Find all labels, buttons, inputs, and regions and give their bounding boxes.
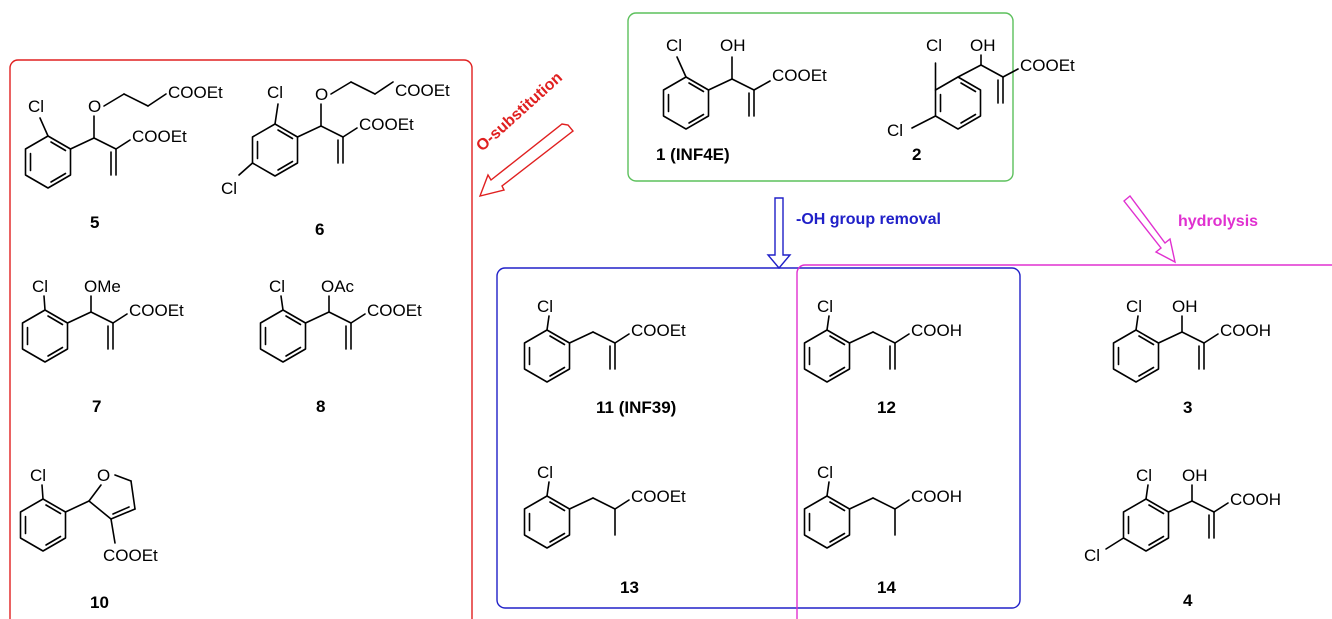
compound-4: Cl Cl OH COOH <box>1084 466 1281 565</box>
acid-label: COOH <box>911 487 962 506</box>
ester-label: COOEt <box>367 301 422 320</box>
ester-label: COOEt <box>129 301 184 320</box>
furan-oxygen-label: O <box>97 466 110 485</box>
chlorine-label: Cl <box>1084 546 1100 565</box>
compound-12-label: 12 <box>877 398 896 417</box>
compound-11: Cl COOEt <box>523 297 686 383</box>
chlorine-label: Cl <box>267 83 283 102</box>
compound-14-label: 14 <box>877 578 896 597</box>
compound-10: Cl O COOEt <box>19 466 158 565</box>
chlorine-label: Cl <box>32 277 48 296</box>
ester-label: COOEt <box>631 321 686 340</box>
chlorine-label: Cl <box>537 297 553 316</box>
chlorine-label: Cl <box>666 36 682 55</box>
chlorine-label: Cl <box>817 463 833 482</box>
benzene-ring <box>24 135 72 189</box>
compound-7: Cl OMe COOEt <box>21 277 184 363</box>
ether-oxygen-label: O <box>88 97 101 116</box>
hydroxyl-label: OH <box>1172 297 1198 316</box>
ester-label: COOEt <box>103 546 158 565</box>
ester-label: COOEt <box>631 487 686 506</box>
compound-1: Cl OH COOEt <box>662 36 827 130</box>
compound-1-label: 1 (INF4E) <box>656 145 730 164</box>
chlorine-label: Cl <box>1136 466 1152 485</box>
acid-label: COOH <box>911 321 962 340</box>
methoxy-label: OMe <box>84 277 121 296</box>
compound-7-label: 7 <box>92 397 101 416</box>
acetoxy-label: OAc <box>321 277 355 296</box>
o-substitution-arrow: O-substitution <box>473 69 575 198</box>
ester-label: COOEt <box>359 115 414 134</box>
chlorine-label: Cl <box>30 466 46 485</box>
ester-label: COOEt <box>1020 56 1075 75</box>
starting-compounds-box <box>627 12 1014 182</box>
chlorine-label: Cl <box>817 297 833 316</box>
hydrolysis-box <box>796 264 1332 619</box>
compound-10-label: 10 <box>90 593 109 612</box>
compound-4-label: 4 <box>1183 591 1193 610</box>
benzene-ring <box>662 76 710 130</box>
chlorine-label: Cl <box>28 97 44 116</box>
compound-5: Cl O COOEt COOEt <box>24 83 223 189</box>
benzene-ring <box>21 309 69 363</box>
compound-13-label: 13 <box>620 578 639 597</box>
benzene-ring <box>1112 329 1160 383</box>
benzene-ring <box>19 498 67 552</box>
oh-removal-box <box>496 267 1021 609</box>
chlorine-label: Cl <box>1126 297 1142 316</box>
compound-3-label: 3 <box>1183 398 1192 417</box>
compound-2-label: 2 <box>912 145 921 164</box>
compound-11-label: 11 (INF39) <box>596 398 676 417</box>
hydroxyl-label: OH <box>970 36 996 55</box>
compound-13: Cl COOEt <box>523 463 686 549</box>
hydrolysis-arrow: hydrolysis <box>1123 194 1258 264</box>
acid-label: COOH <box>1230 490 1281 509</box>
benzene-ring <box>523 495 571 549</box>
oh-removal-label: -OH group removal <box>796 211 941 228</box>
hydroxyl-label: OH <box>720 36 746 55</box>
hydrolysis-label: hydrolysis <box>1178 213 1258 230</box>
o-substitution-box <box>9 59 473 619</box>
ether-oxygen-label: O <box>315 85 328 104</box>
ester-label: COOEt <box>395 81 450 100</box>
compound-8-label: 8 <box>316 397 325 416</box>
benzene-ring <box>803 495 851 549</box>
oh-removal-arrow: -OH group removal <box>766 197 941 270</box>
chlorine-label: Cl <box>926 36 942 55</box>
compound-3: Cl OH COOH <box>1112 297 1271 383</box>
chlorine-label: Cl <box>887 121 903 140</box>
benzene-ring <box>251 123 299 177</box>
chlorine-label: Cl <box>269 277 285 296</box>
benzene-ring <box>1122 498 1170 552</box>
benzene-ring <box>259 309 307 363</box>
ester-label: COOEt <box>168 83 223 102</box>
acid-label: COOH <box>1220 321 1271 340</box>
compound-12: Cl COOH <box>803 297 962 383</box>
compound-6: Cl Cl O COOEt COOEt <box>221 81 450 198</box>
chlorine-label: Cl <box>537 463 553 482</box>
compound-6-label: 6 <box>315 220 324 239</box>
compound-8: Cl OAc COOEt <box>259 277 422 363</box>
compound-5-label: 5 <box>90 213 99 232</box>
chlorine-label: Cl <box>221 179 237 198</box>
ester-label: COOEt <box>132 127 187 146</box>
hydroxyl-label: OH <box>1182 466 1208 485</box>
compound-14: Cl COOH <box>803 463 962 549</box>
ester-label: COOEt <box>772 66 827 85</box>
benzene-ring <box>934 76 982 130</box>
compound-2: Cl Cl OH COOEt <box>887 36 1075 140</box>
benzene-ring <box>803 329 851 383</box>
benzene-ring <box>523 329 571 383</box>
